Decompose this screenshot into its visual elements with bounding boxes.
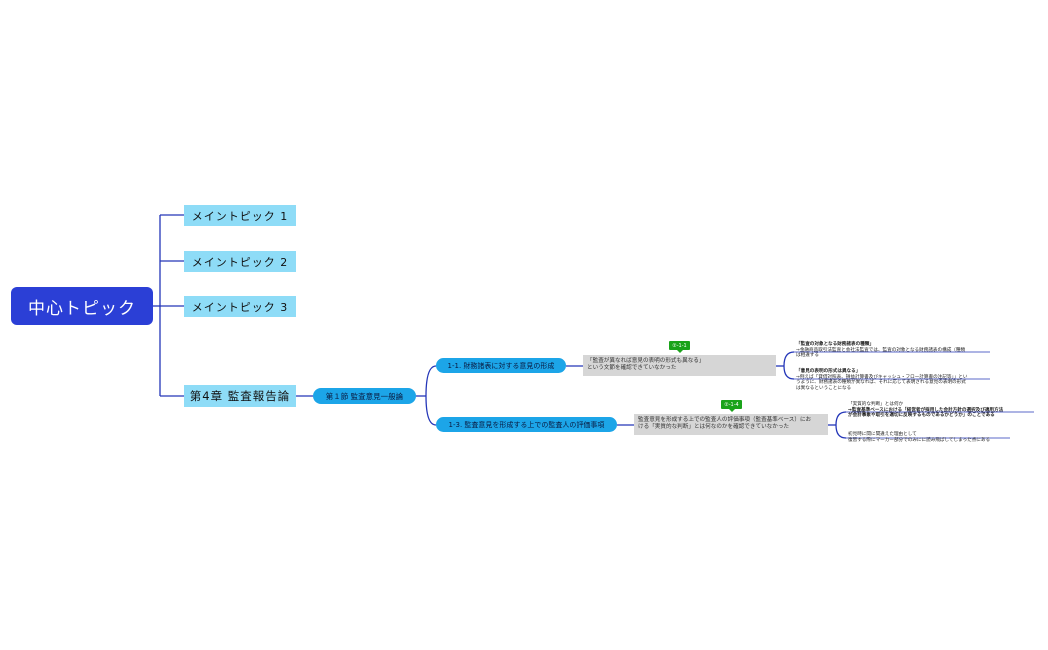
main-topic-label: メイントピック 1 [191,209,289,223]
leaf-line: 初見時に間に間違えた理由として [848,432,917,437]
note-1[interactable]: 「監査が異なれば意見の表明の形式も異なる」 という文節を確認できていなかった [583,355,776,376]
main-topic-label: メイントピック 3 [191,300,289,314]
subtopic-label: 1-3. 監査意見を形成する上での監査人の評価事項 [448,420,605,429]
main-topic-label: 第4章 監査報告論 [189,389,291,403]
leaf-line: うように、財務諸表の種類が異なれば、それに応じて表明される意見の表明の形式 [796,380,966,386]
note-line: ける「実質的な判断」とは何なのかを確認できていなかった [638,424,790,430]
leaf-1-1[interactable]: 「監査の対象となる財務諸表の種類」 →金融商品取引法監査と会社法監査では、監査の… [796,342,965,359]
marker-badge-2: ②-1-4 [721,400,742,412]
subtopic-1-1[interactable]: 1-1. 財務諸表に対する意見の形成 [436,358,566,373]
subtopic-label: 1-1. 財務諸表に対する意見の形成 [447,361,555,370]
leaf-line: は相違する [796,353,819,359]
leaf-line: 復習する際にマーカー部分でのみにに読み飛ばしてしまった点にある [848,437,991,443]
section-topic-label: 第１節 監査意見一般論 [325,391,404,401]
main-topic-2[interactable]: メイントピック 2 [184,251,296,272]
marker-badge-1: ②-1-1 [669,341,690,353]
leaf-heading: 「意見の表明の形式は異なる」 [796,369,861,374]
main-topic-1[interactable]: メイントピック 1 [184,205,296,226]
leaf-heading: 「監査の対象となる財務諸表の種類」 [796,342,874,347]
leaf-2-1[interactable]: 「実質的な判断」とは何か →監査基準ベースにおける「経営者が採用した会計方針の選… [848,402,1003,419]
central-topic[interactable]: 中心トピック [11,287,153,325]
leaf-2-2[interactable]: 初見時に間に間違えた理由として 復習する際にマーカー部分でのみにに読み飛ばしてし… [848,432,990,443]
main-topic-label: メイントピック 2 [191,255,289,269]
leaf-line: 「実質的な判断」とは何か [848,402,904,407]
leaf-line: は異なるということになる [796,385,852,391]
leaf-1-2[interactable]: 「意見の表明の形式は異なる」 →例えば「貸借対照表、損益計算書及びキャッシュ・フ… [796,369,968,391]
note-2[interactable]: 監査意見を形成する上での監査人の評価事項（監査基準ベース）にお ける「実質的な判… [634,414,828,435]
section-topic[interactable]: 第１節 監査意見一般論 [313,388,416,404]
note-line: 監査意見を形成する上での監査人の評価事項（監査基準ベース）にお [638,417,812,423]
main-topic-chapter-4[interactable]: 第4章 監査報告論 [184,385,296,407]
leaf-line: →監査基準ベースにおける「経営者が採用した会計方針の選択及び適用方法 [848,407,1004,413]
subtopic-1-3[interactable]: 1-3. 監査意見を形成する上での監査人の評価事項 [436,417,617,432]
leaf-line: →金融商品取引法監査と会社法監査では、監査の対象となる財務諸表の構成（種類 [796,347,966,353]
note-line: という文節を確認できていなかった [587,365,677,371]
central-topic-label: 中心トピック [28,298,136,319]
note-line: 「監査が異なれば意見の表明の形式も異なる」 [587,358,705,364]
leaf-line: が会計事象や取引を適切に反映するものであるかどうか」のことである [848,413,995,419]
leaf-line: →例えば「貸借対照表、損益計算書及びキャッシュ・フロー計算書の注記等」」とい [796,374,968,380]
main-topic-3[interactable]: メイントピック 3 [184,296,296,317]
